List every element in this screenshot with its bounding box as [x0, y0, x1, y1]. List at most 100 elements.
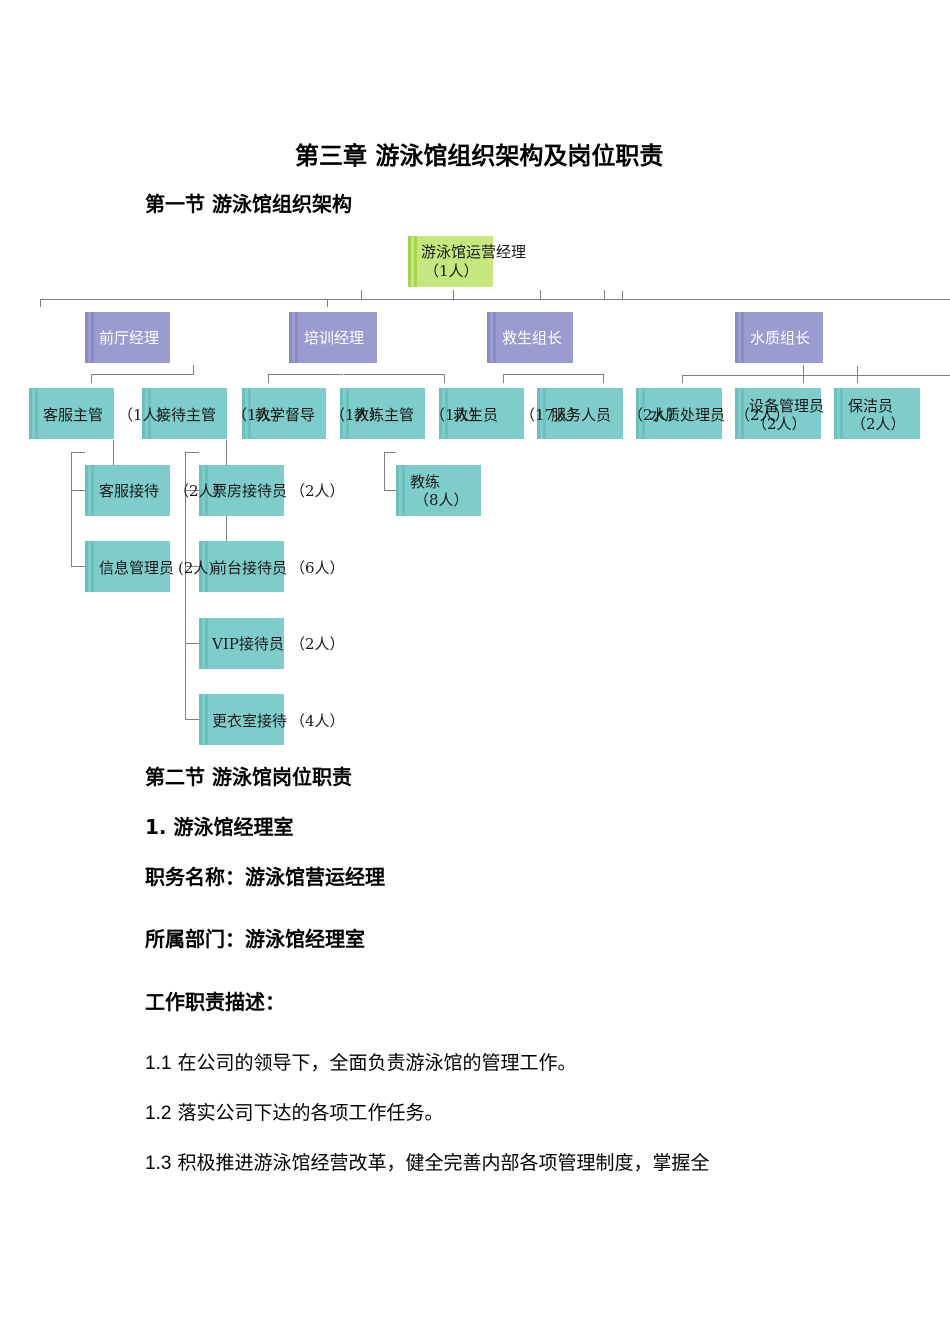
duty-item: 1.1 在公司的领导下，全面负责游泳馆的管理工作。: [145, 1048, 576, 1075]
org-node-level3: [439, 388, 524, 439]
org-node-level3-count: （2人）: [628, 406, 683, 424]
connector-line: [444, 374, 445, 383]
position-name: 职务名称：游泳馆营运经理: [145, 865, 385, 889]
org-node-manager-label: 救生组长: [502, 329, 563, 347]
org-node-manager: [487, 312, 573, 363]
connector-line: [361, 290, 362, 300]
duty-number: 1.2: [145, 1103, 172, 1124]
org-node-level4: [199, 694, 284, 745]
connector-line: [682, 375, 950, 376]
org-node-level3-label: 教练主管: [354, 406, 415, 424]
org-node-level4-count: （8人）: [414, 491, 469, 509]
org-node-level3-count: （2人）: [851, 415, 906, 433]
connector-line: [384, 452, 385, 490]
org-node-level4: [85, 541, 170, 592]
duty-heading: 工作职责描述：: [145, 990, 285, 1014]
org-node-level4: [199, 465, 284, 516]
org-node-top: [408, 236, 493, 287]
connector-line: [193, 365, 194, 375]
connector-line: [857, 366, 858, 383]
org-node-level3-label: 救生员: [453, 406, 499, 424]
org-node-top-label: 游泳馆运营经理: [421, 243, 527, 261]
duty-text: 在公司的领导下，全面负责游泳馆的管理工作。: [177, 1052, 577, 1074]
org-node-level4: [199, 541, 284, 592]
connector-line: [40, 299, 41, 307]
connector-line: [344, 374, 444, 375]
duty-text: 积极推进游泳馆经营改革，健全完善内部各项管理制度，掌握全: [177, 1152, 710, 1174]
connector-line: [185, 452, 199, 453]
org-node-level4: [396, 465, 481, 516]
connector-line: [682, 375, 683, 383]
connector-line: [503, 374, 603, 375]
org-node-level3: [142, 388, 227, 439]
connector-line: [91, 374, 193, 375]
duty-number: 1.3: [145, 1153, 172, 1174]
connector-line: [604, 290, 605, 300]
org-node-level3-count: （2人）: [735, 406, 790, 424]
org-node-level3: [242, 388, 326, 439]
connector-line: [384, 452, 396, 453]
connector-line: [91, 374, 92, 383]
org-node-level4: [85, 465, 170, 516]
org-node-level3-count: （2人）: [752, 415, 807, 433]
org-node-level3-label: 水质处理员: [650, 406, 726, 424]
connector-line: [185, 452, 186, 720]
chapter-title: 第三章 游泳馆组织架构及岗位职责: [295, 142, 664, 170]
org-node-top-count: （1人）: [424, 262, 479, 280]
org-node-manager-label: 培训经理: [304, 329, 365, 347]
org-node-manager: [85, 312, 170, 363]
org-node-level4-count: （2人）: [174, 482, 229, 500]
org-node-level3-count: （1人）: [118, 406, 173, 424]
duty-item: 1.3 积极推进游泳馆经营改革，健全完善内部各项管理制度，掌握全: [145, 1148, 709, 1175]
duty-item: 1.2 落实公司下达的各项工作任务。: [145, 1098, 443, 1125]
org-node-level3-count: （1人）: [232, 406, 287, 424]
org-node-manager-label: 前厅经理: [99, 329, 160, 347]
department: 所属部门：游泳馆经理室: [145, 927, 365, 951]
org-node-level3-label: 服务人员: [551, 406, 612, 424]
org-node-level3: [636, 388, 722, 439]
connector-line: [503, 374, 504, 383]
org-node-level3-label: 设备管理员: [749, 397, 825, 415]
org-node-level3-label: 教学督导: [255, 406, 316, 424]
connector-line: [71, 490, 85, 491]
connector-line: [185, 719, 199, 720]
org-node-manager: [289, 312, 377, 363]
section-title-duties: 第二节 游泳馆岗位职责: [145, 765, 352, 789]
org-node-level4-count: (2人): [178, 559, 215, 577]
org-node-level3-count: （17人）: [520, 406, 585, 424]
subsection-title: 1. 游泳馆经理室: [145, 815, 294, 839]
section-title-org: 第一节 游泳馆组织架构: [145, 192, 352, 216]
connector-line: [268, 374, 343, 375]
org-node-level3: [29, 388, 114, 439]
org-node-level4-label: 客服接待: [99, 482, 160, 500]
connector-line: [185, 566, 199, 567]
duty-number: 1.1: [145, 1053, 172, 1074]
connector-line: [803, 365, 804, 383]
org-node-level4-label: 前台接待员: [212, 559, 288, 577]
org-node-level4-label: 更衣室接待: [212, 712, 288, 730]
connector-line: [185, 643, 199, 644]
org-node-level3-count: （1人）: [430, 406, 485, 424]
org-node-level3: [735, 388, 821, 439]
connector-line: [453, 290, 454, 300]
org-node-level4: [199, 618, 284, 669]
org-node-level3-label: 客服主管: [43, 406, 104, 424]
connector-line: [185, 490, 199, 491]
org-node-level3-label: 接待主管: [156, 406, 217, 424]
org-node-level4-count: （6人）: [290, 559, 345, 577]
connector-line: [40, 299, 950, 300]
org-node-level4-label: 票房接待员: [212, 482, 288, 500]
org-node-level3: [340, 388, 425, 439]
connector-line: [384, 490, 396, 491]
connector-line: [268, 374, 269, 383]
org-node-level3: [537, 388, 623, 439]
org-node-manager-label: 水质组长: [750, 329, 811, 347]
connector-line: [540, 290, 541, 300]
connector-line: [71, 452, 72, 567]
org-node-level3-label: 保洁员: [848, 397, 894, 415]
org-node-level3: [834, 388, 920, 439]
connector-line: [71, 566, 85, 567]
org-node-level4-count: （4人）: [290, 712, 345, 730]
connector-line: [71, 452, 85, 453]
org-node-level3-count: （1人）: [330, 406, 385, 424]
